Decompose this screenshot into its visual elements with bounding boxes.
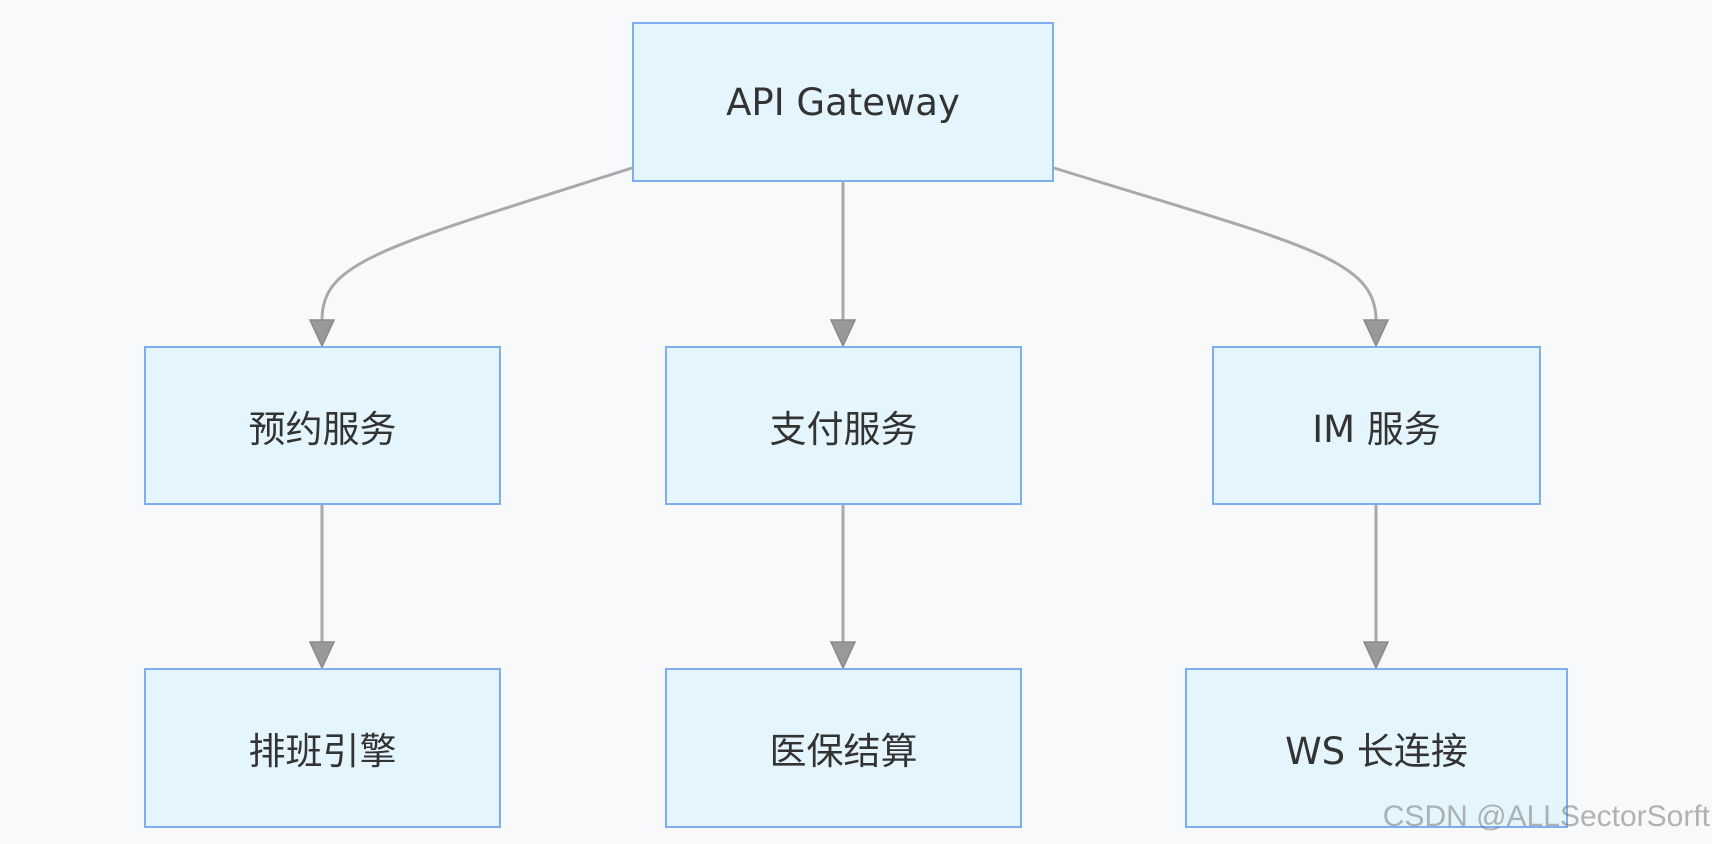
arrowhead-scheduling (308, 641, 336, 670)
arrowhead-booking (308, 319, 336, 348)
node-booking-service: 预约服务 (144, 346, 501, 505)
node-label: 医保结算 (769, 730, 918, 773)
edge-gateway-im (1053, 166, 1378, 321)
node-label: 排班引擎 (248, 730, 397, 773)
node-label: IM 服务 (1312, 407, 1441, 451)
node-payment-service: 支付服务 (665, 346, 1022, 505)
node-insurance-settlement: 医保结算 (665, 668, 1022, 828)
node-label: API Gateway (726, 80, 960, 124)
node-im-service: IM 服务 (1212, 346, 1541, 505)
arrowhead-ws (1362, 641, 1390, 670)
arrowhead-insurance (829, 641, 857, 670)
arrowhead-im (1362, 319, 1390, 348)
edge-gateway-booking (320, 166, 633, 321)
node-label: 预约服务 (248, 407, 397, 451)
watermark: CSDN @ALLSectorSorft (1382, 800, 1710, 833)
node-scheduling-engine: 排班引擎 (144, 668, 501, 828)
node-api-gateway: API Gateway (632, 22, 1054, 182)
arrowhead-payment (829, 319, 857, 348)
node-label: WS 长连接 (1285, 730, 1468, 773)
node-label: 支付服务 (769, 407, 918, 451)
node-ws-connection: WS 长连接 (1185, 668, 1568, 828)
